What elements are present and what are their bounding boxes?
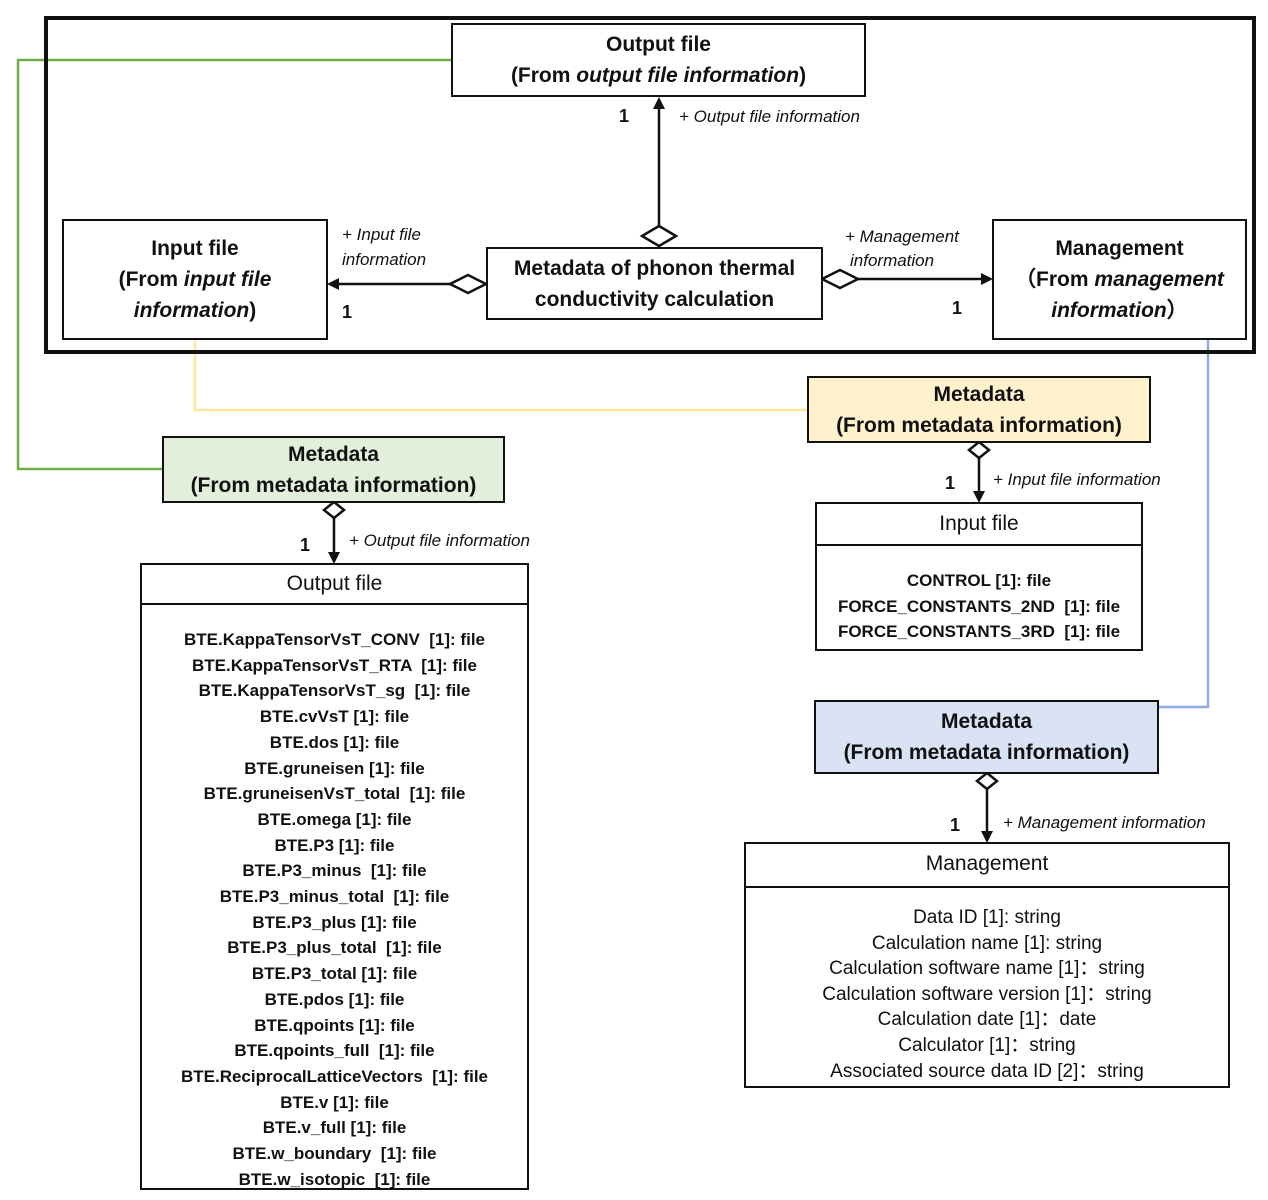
metadata-input-title: Metadata (933, 382, 1025, 406)
arrow-yellow-head (973, 491, 985, 503)
yellow-link-line (193, 340, 808, 412)
center-title-line2: conductivity calculation (534, 287, 775, 311)
output-attribute: BTE.v_full [1]: file (262, 1118, 407, 1138)
multiplicity-output: 1 (619, 106, 630, 126)
output-attribute: BTE.KappaTensorVsT_sg [1]: file (198, 681, 471, 701)
management-attribute: Associated source data ID [2]：string (830, 1060, 1144, 1082)
top-management-subtitle-2: information） (1051, 299, 1188, 322)
metadata-output-title: Metadata (287, 442, 380, 466)
label-management-class-info: + Management information (1003, 813, 1206, 832)
management-attribute: Calculation software version [1]：string (822, 983, 1152, 1005)
green-link-line (16, 58, 452, 471)
top-input-file-box: Input file (From input file information) (62, 219, 328, 340)
output-attribute: BTE.ReciprocalLatticeVectors [1]: file (180, 1066, 489, 1086)
label-input-info-2: information (342, 250, 427, 269)
output-attribute: BTE.w_boundary [1]: file (232, 1144, 437, 1164)
arrow-blue-head (981, 831, 993, 843)
output-attribute: BTE.KappaTensorVsT_RTA [1]: file (192, 655, 477, 675)
diamond-green-meta (321, 500, 347, 520)
multiplicity-input-class: 1 (945, 473, 956, 493)
output-attribute: BTE.w_isotopic [1]: file (238, 1169, 431, 1189)
metadata-output-subtitle: (From metadata information) (190, 473, 477, 497)
arrow-to-output-head (653, 97, 665, 109)
metadata-output-box: Metadata (From metadata information) (162, 436, 505, 503)
arrow-to-input-head (327, 278, 339, 290)
output-file-class: Output file BTE.KappaTensorVsT_CONV [1]:… (140, 563, 529, 1190)
output-attribute: BTE.v [1]: file (280, 1092, 389, 1112)
output-attribute: BTE.qpoints_full [1]: file (234, 1041, 435, 1061)
management-attribute: Calculation software name [1]：string (829, 958, 1145, 980)
label-input-info-1: + Input file (342, 225, 421, 244)
center-title-line1: Metadata of phonon thermal (513, 256, 796, 280)
metadata-management-subtitle: (From metadata information) (843, 741, 1130, 764)
input-attribute: FORCE_CONSTANTS_2ND [1]: file (837, 596, 1121, 616)
output-attribute: BTE.cvVsT [1]: file (259, 707, 410, 727)
management-attribute: Calculation name [1]: string (871, 932, 1103, 954)
label-mgmt-info-1: + Management (845, 227, 959, 246)
metadata-management-title: Metadata (940, 710, 1033, 733)
management-attribute: Calculator [1]：string (898, 1034, 1076, 1056)
multiplicity-management: 1 (952, 298, 963, 318)
output-attribute: BTE.qpoints [1]: file (254, 1015, 415, 1035)
diamond-yellow-meta (966, 440, 992, 460)
multiplicity-input: 1 (342, 302, 353, 322)
output-attribute: BTE.dos [1]: file (269, 732, 400, 752)
input-class-title: Input file (817, 504, 1141, 546)
arrow-to-management-head (981, 273, 993, 285)
top-model-frame (44, 16, 1256, 354)
top-output-file-box: Output file (From output file informatio… (451, 23, 866, 97)
blue-link-line (1158, 340, 1210, 709)
output-class-title: Output file (142, 565, 527, 605)
output-attribute: BTE.P3_minus_total [1]: file (219, 887, 450, 907)
top-output-subtitle: (From output file information) (510, 64, 807, 87)
output-attribute: BTE.P3 [1]: file (274, 835, 395, 855)
output-attribute: BTE.KappaTensorVsT_CONV [1]: file (183, 630, 485, 649)
output-attribute: BTE.P3_plus [1]: file (252, 912, 417, 932)
label-input-class-info: + Input file information (993, 470, 1161, 489)
metadata-management-box: Metadata (From metadata information) (814, 700, 1159, 774)
top-management-subtitle: （From management (1015, 268, 1224, 291)
output-attribute: BTE.pdos [1]: file (264, 989, 405, 1009)
arrow-green-head (328, 552, 340, 564)
input-attribute: FORCE_CONSTANTS_3RD [1]: file (837, 622, 1121, 642)
top-input-subtitle-2: information) (133, 299, 257, 322)
top-management-title: Management (1055, 237, 1184, 260)
label-output-info: + Output file information (679, 107, 860, 126)
top-input-title: Input file (151, 237, 239, 260)
metadata-input-box: Metadata (From metadata information) (807, 376, 1151, 443)
output-attribute: BTE.P3_total [1]: file (251, 964, 418, 984)
output-attribute: BTE.P3_plus_total [1]: file (227, 938, 442, 958)
output-attribute: BTE.P3_minus [1]: file (242, 861, 427, 881)
management-attribute: Calculation date [1]：date (877, 1009, 1097, 1031)
top-input-subtitle: (From input file (118, 268, 272, 291)
diamond-blue-meta (974, 771, 1000, 791)
management-attribute: Data ID [1]: string (913, 907, 1061, 928)
top-management-box: Management （From management information） (992, 219, 1247, 340)
multiplicity-output-class: 1 (300, 535, 311, 555)
input-attribute: CONTROL [1]: file (906, 571, 1052, 590)
output-attribute: BTE.gruneisen [1]: file (244, 758, 425, 778)
output-attribute: BTE.gruneisenVsT_total [1]: file (203, 784, 466, 804)
label-output-class-info: + Output file information (349, 531, 530, 550)
label-mgmt-info-2: information (850, 251, 935, 270)
multiplicity-management-class: 1 (950, 815, 961, 835)
center-metadata-box: Metadata of phonon thermal conductivity … (486, 247, 823, 320)
output-attribute: BTE.omega [1]: file (257, 809, 412, 829)
diamond-center-top (639, 224, 679, 248)
metadata-input-subtitle: (From metadata information) (836, 413, 1122, 437)
management-class-title: Management (746, 844, 1228, 888)
diamond-center-right (819, 268, 861, 290)
top-output-title: Output file (606, 33, 711, 56)
